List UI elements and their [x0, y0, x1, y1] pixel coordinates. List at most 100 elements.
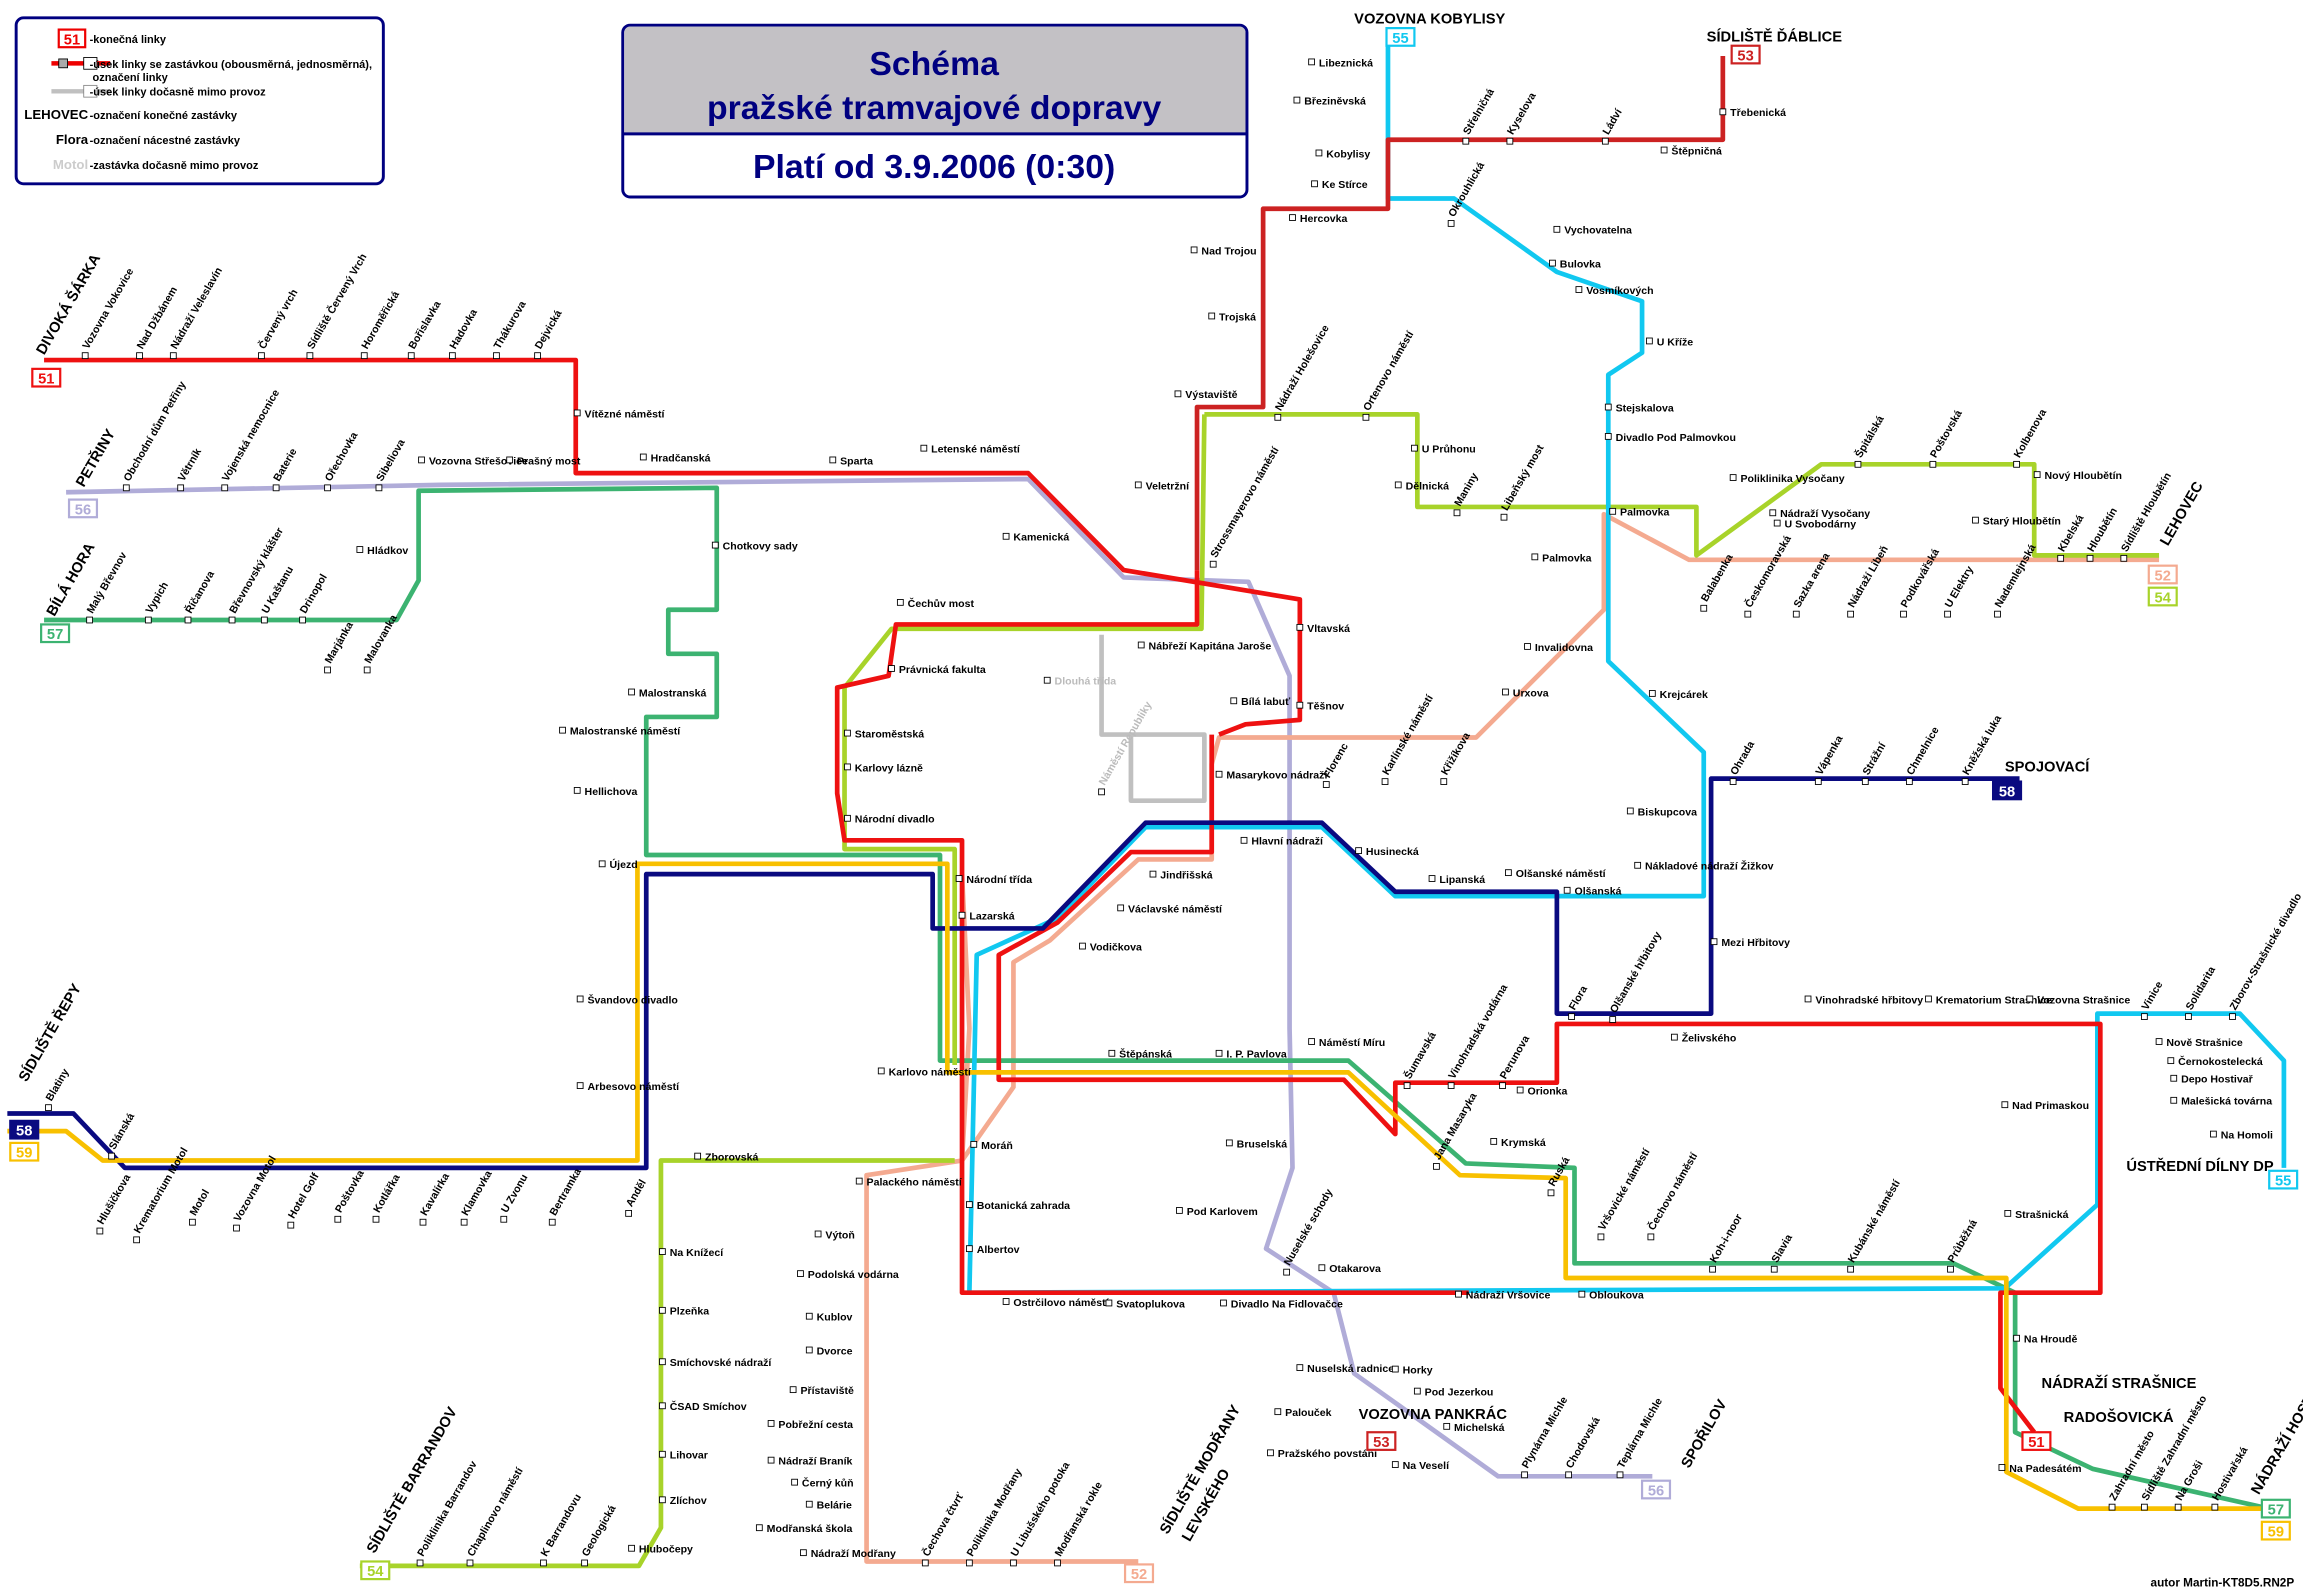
station-label[interactable]: U Zvonu — [499, 1172, 531, 1215]
station-label[interactable]: Hlavní nádraží — [1251, 836, 1324, 848]
station-label[interactable]: Červený vrch — [256, 287, 301, 351]
station-label[interactable]: Orionka — [1528, 1085, 1568, 1097]
station-label[interactable]: Kubánské náměstí — [1846, 1177, 1904, 1265]
station-label[interactable]: Depo Hostivař — [2181, 1074, 2253, 1086]
terminal-label[interactable]: SÍDLIŠTĚ BARRANDOV — [362, 1404, 460, 1556]
station-label[interactable]: Michelská — [1454, 1422, 1505, 1434]
station-label[interactable]: Nuselská radnice — [1307, 1363, 1394, 1375]
station-label[interactable]: Průběžná — [1946, 1218, 1980, 1265]
station-label[interactable]: Moráň — [981, 1140, 1013, 1152]
line-badge-52[interactable]: 52 — [2147, 564, 2178, 585]
station-label[interactable]: Nad Primaskou — [2012, 1100, 2089, 1112]
station-label[interactable]: Plzeňka — [670, 1306, 709, 1318]
station-label[interactable]: Jindřišská — [1160, 870, 1212, 882]
station-label[interactable]: Nákladové nádraží Žižkov — [1645, 860, 1774, 873]
station-label[interactable]: Arbesovo náměstí — [588, 1081, 681, 1093]
line-badge-56[interactable]: 56 — [1640, 1479, 1672, 1500]
terminal-label[interactable]: VOZOVNA PANKRÁC — [1359, 1406, 1508, 1423]
line-badge-51[interactable]: 51 — [2021, 1431, 2052, 1451]
station-label[interactable]: Svatoplukova — [1116, 1298, 1185, 1310]
station-label[interactable]: Vodičkova — [1090, 941, 1142, 953]
station-label[interactable]: Chmelnice — [1905, 725, 1942, 777]
station-label[interactable]: Divadlo Na Fidlovačce — [1231, 1298, 1343, 1310]
terminal-label[interactable]: SPOJOVACÍ — [2005, 758, 2090, 775]
station-label[interactable]: Hlubočepy — [639, 1544, 693, 1556]
line-badge-55[interactable]: 55 — [2268, 1169, 2299, 1190]
station-label[interactable]: Hloubětín — [2085, 506, 2120, 554]
station-label[interactable]: Čechova čtvrť — [920, 1489, 967, 1558]
station-label[interactable]: Na Knížecí — [670, 1247, 724, 1259]
station-label[interactable]: Obchodní dům Petřiny — [121, 379, 188, 483]
station-label[interactable]: Sparta — [840, 455, 873, 467]
station-label[interactable]: Hotel Golf — [286, 1171, 322, 1221]
station-label[interactable]: Na Padesátém — [2009, 1463, 2081, 1475]
station-label[interactable]: Flora — [1567, 984, 1590, 1012]
line-badge-57[interactable]: 57 — [2260, 1498, 2291, 1519]
station-label[interactable]: Ruská — [1546, 1155, 1572, 1189]
station-label[interactable]: Nový Hloubětín — [2045, 470, 2122, 482]
station-label[interactable]: Václavské náměstí — [1128, 903, 1223, 915]
terminal-label[interactable]: VOZOVNA KOBYLISY — [1354, 12, 1505, 28]
line-badge-54[interactable]: 54 — [360, 1560, 391, 1581]
station-label[interactable]: Nádraží Veleslavín — [168, 265, 224, 351]
station-label[interactable]: Strossmayerovo náměstí — [1208, 444, 1282, 560]
station-label[interactable]: Chodovská — [1564, 1415, 1603, 1470]
station-label[interactable]: Národní třída — [966, 874, 1032, 886]
station-label[interactable]: ČSAD Smíchov — [670, 1400, 747, 1413]
station-label[interactable]: Ládví — [1600, 106, 1625, 137]
station-label[interactable]: Blatiny — [44, 1067, 72, 1104]
line-badge-53[interactable]: 53 — [1366, 1431, 1397, 1451]
station-label[interactable]: Chaplinovo náměstí — [465, 1465, 526, 1559]
station-label[interactable]: Výstaviště — [1185, 389, 1237, 401]
line-badge-57[interactable]: 57 — [40, 623, 71, 644]
station-label[interactable]: Vosmíkových — [1586, 285, 1653, 297]
station-label[interactable]: Florenc — [1321, 741, 1351, 780]
station-label[interactable]: Dlouhá třída — [1055, 676, 1117, 688]
station-label[interactable]: Divadlo Pod Palmovkou — [1616, 432, 1736, 444]
station-label[interactable]: U Průhonu — [1422, 444, 1476, 456]
station-label[interactable]: Hládkov — [367, 545, 408, 557]
terminal-label[interactable]: SPOŘILOV — [1677, 1396, 1731, 1471]
station-label[interactable]: Marjánka — [323, 620, 356, 666]
station-label[interactable]: Perunova — [1498, 1033, 1533, 1081]
station-label[interactable]: Olšanské náměstí — [1516, 868, 1607, 880]
station-label[interactable]: Solidarita — [2184, 964, 2219, 1012]
station-label[interactable]: Karlínské náměstí — [1380, 692, 1436, 777]
station-label[interactable]: Ortenovo náměstí — [1361, 328, 1417, 413]
line-badge-58[interactable]: 58 — [9, 1119, 40, 1140]
station-label[interactable]: Maniny — [1452, 471, 1481, 509]
station-label[interactable]: Jana Masaryka — [1432, 1091, 1480, 1162]
station-label[interactable]: Libeznická — [1319, 57, 1373, 69]
station-label[interactable]: Veletržní — [1146, 480, 1191, 492]
station-label[interactable]: Libeňský most — [1499, 442, 1547, 512]
station-label[interactable]: Vozovna Střešovice — [429, 455, 528, 467]
station-label[interactable]: Slavia — [1769, 1232, 1795, 1265]
station-label[interactable]: Klamovka — [459, 1169, 494, 1218]
station-label[interactable]: Nádraží Modřany — [811, 1548, 896, 1560]
terminal-label[interactable]: PETŘINY — [72, 426, 119, 490]
station-label[interactable]: Vypich — [143, 580, 171, 616]
station-label[interactable]: Na Hroudě — [2024, 1334, 2078, 1346]
station-label[interactable]: Nádraží Vysočany — [1780, 508, 1870, 520]
station-label[interactable]: Palouček — [1285, 1407, 1332, 1419]
station-label[interactable]: Olšanské hřbitovy — [1608, 930, 1664, 1015]
station-label[interactable]: Starý Hloubětín — [1983, 516, 2061, 528]
terminal-label[interactable]: SÍDLIŠTĚ ĎÁBLICE — [1707, 27, 1843, 45]
station-label[interactable]: Hradčanská — [651, 452, 711, 464]
station-label[interactable]: Zborovská — [705, 1152, 759, 1164]
station-label[interactable]: Geologická — [580, 1503, 619, 1558]
station-label[interactable]: Bořislavka — [406, 299, 443, 351]
line-badge-52[interactable]: 52 — [1123, 1563, 1155, 1584]
station-label[interactable]: Malostranské náměstí — [570, 726, 681, 738]
station-label[interactable]: Albertov — [977, 1244, 1020, 1256]
station-label[interactable]: Švandovo divadlo — [588, 993, 679, 1006]
station-label[interactable]: Stejskalova — [1616, 402, 1674, 414]
station-label[interactable]: Právnická fakulta — [899, 664, 986, 676]
station-label[interactable]: Husinecká — [1366, 846, 1419, 858]
station-label[interactable]: Kublov — [817, 1312, 853, 1324]
station-label[interactable]: Strašnická — [2015, 1209, 2069, 1221]
station-label[interactable]: Na Homoli — [2221, 1129, 2273, 1141]
station-label[interactable]: Sibeliova — [374, 437, 408, 483]
terminal-label[interactable]: SÍDLIŠTĚ ŘEPY — [14, 980, 85, 1085]
station-label[interactable]: Otakarova — [1329, 1263, 1381, 1275]
